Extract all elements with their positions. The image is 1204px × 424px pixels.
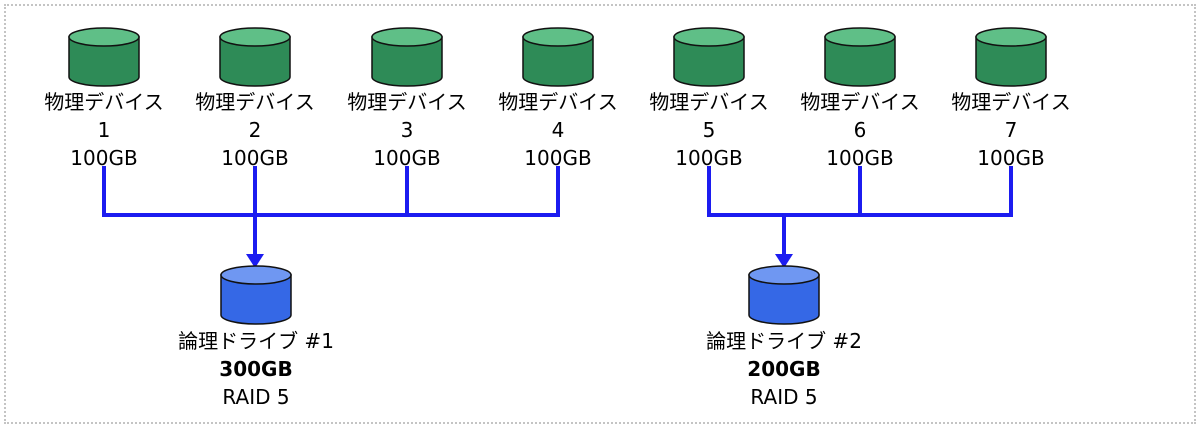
device-name: 物理デバイス <box>649 90 769 114</box>
device-name: 物理デバイス <box>951 90 1071 114</box>
physical-disk-icon <box>824 27 896 87</box>
physical-device-3: 物理デバイス 3 100GB <box>332 88 482 172</box>
physical-device-7: 物理デバイス 7 100GB <box>936 88 1086 172</box>
logical-drive-2: 論理ドライブ #2 200GB RAID 5 <box>664 327 904 411</box>
device-number: 5 <box>702 118 716 142</box>
device-size: 100GB <box>977 146 1045 170</box>
physical-device-5: 物理デバイス 5 100GB <box>634 88 784 172</box>
device-size: 100GB <box>524 146 592 170</box>
logical-drive-icon <box>748 265 820 325</box>
physical-disk-icon <box>219 27 291 87</box>
device-size: 100GB <box>70 146 138 170</box>
raid-diagram: 物理デバイス 1 100GB 物理デバイス 2 100GB 物理デバイス 3 1… <box>4 4 1196 424</box>
physical-device-1: 物理デバイス 1 100GB <box>29 88 179 172</box>
physical-disk-icon <box>68 27 140 87</box>
device-size: 100GB <box>826 146 894 170</box>
device-number: 3 <box>400 118 414 142</box>
device-name: 物理デバイス <box>800 90 920 114</box>
device-size: 100GB <box>675 146 743 170</box>
physical-disk-icon <box>371 27 443 87</box>
logical-drive-name: 論理ドライブ #2 <box>706 329 862 353</box>
device-name: 物理デバイス <box>498 90 618 114</box>
logical-drive-raid: RAID 5 <box>750 385 818 409</box>
device-number: 1 <box>97 118 111 142</box>
device-name: 物理デバイス <box>195 90 315 114</box>
device-size: 100GB <box>221 146 289 170</box>
device-number: 4 <box>551 118 565 142</box>
arrow-down-icon <box>775 254 793 268</box>
device-number: 7 <box>1004 118 1018 142</box>
logical-drive-1: 論理ドライブ #1 300GB RAID 5 <box>136 327 376 411</box>
logical-drive-capacity: 200GB <box>747 357 821 381</box>
device-name: 物理デバイス <box>347 90 467 114</box>
device-size: 100GB <box>373 146 441 170</box>
logical-drive-capacity: 300GB <box>219 357 293 381</box>
physical-disk-icon <box>673 27 745 87</box>
arrow-down-icon <box>246 254 264 268</box>
logical-drive-icon <box>220 265 292 325</box>
physical-device-2: 物理デバイス 2 100GB <box>180 88 330 172</box>
device-number: 6 <box>853 118 867 142</box>
logical-drive-name: 論理ドライブ #1 <box>178 329 334 353</box>
logical-drive-raid: RAID 5 <box>222 385 290 409</box>
physical-device-6: 物理デバイス 6 100GB <box>785 88 935 172</box>
physical-disk-icon <box>522 27 594 87</box>
device-name: 物理デバイス <box>44 90 164 114</box>
device-number: 2 <box>248 118 262 142</box>
physical-device-4: 物理デバイス 4 100GB <box>483 88 633 172</box>
connector-lines <box>102 166 1013 268</box>
physical-disk-icon <box>975 27 1047 87</box>
